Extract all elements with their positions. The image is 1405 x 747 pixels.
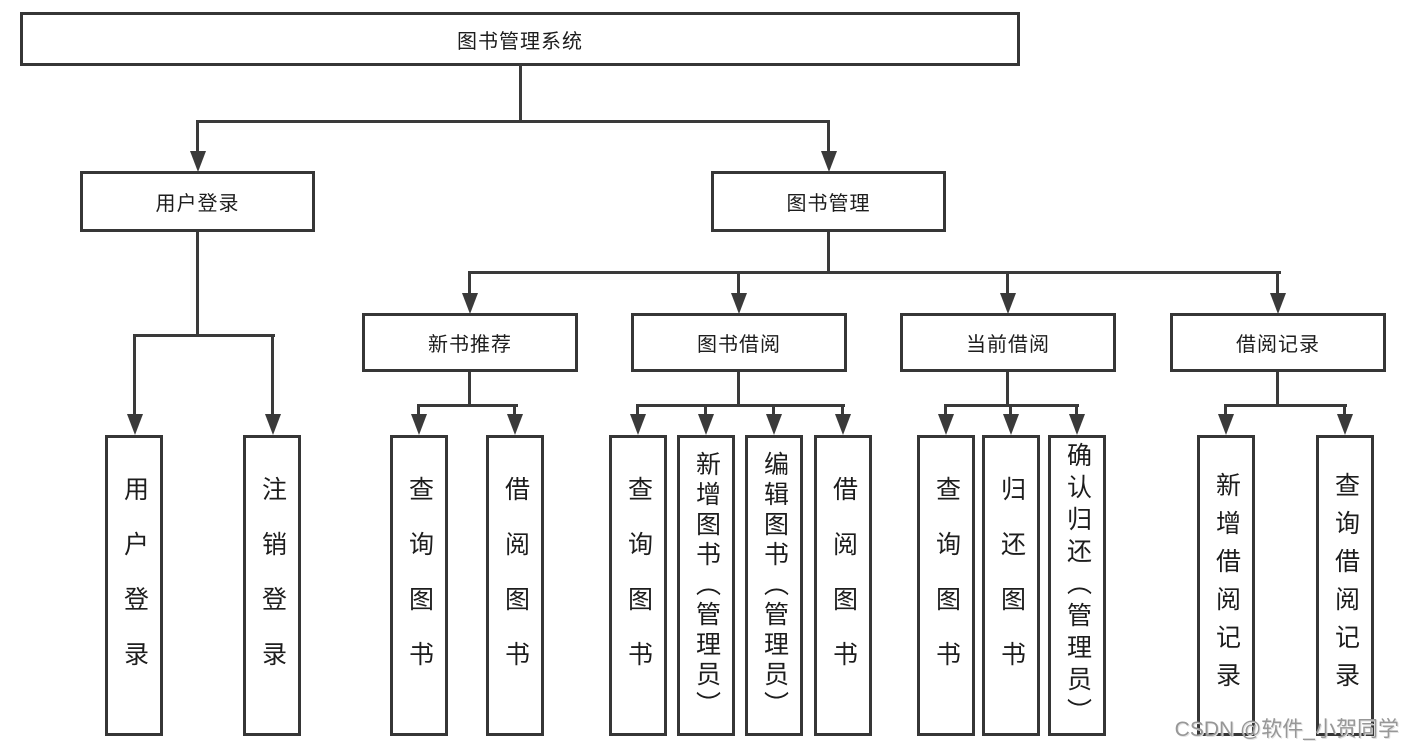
leaf-current-query: 查询图书: [917, 435, 975, 736]
leaf-current-query-label: 查询图书: [932, 475, 961, 696]
leaf-current-return-label: 归还图书: [997, 475, 1026, 696]
connector-line: [827, 120, 830, 156]
connector-line: [519, 64, 522, 122]
leaf-current-confirm-admin-label: 确认归还（管理员）: [1063, 441, 1092, 730]
connector-line: [271, 334, 274, 416]
connector-line: [468, 372, 471, 406]
leaf-current-return: 归还图书: [982, 435, 1040, 736]
connector-line: [1009, 404, 1012, 416]
connector-line: [1276, 372, 1279, 406]
leaf-newbook-query: 查询图书: [390, 435, 448, 736]
arrow-down-icon: [127, 414, 143, 435]
node-new-book-recommend-label: 新书推荐: [428, 334, 512, 356]
node-book-management-label: 图书管理: [786, 193, 871, 215]
arrow-down-icon: [731, 293, 747, 314]
connector-line: [944, 404, 947, 416]
arrow-down-icon: [698, 414, 714, 435]
leaf-user-login: 用户登录: [105, 435, 163, 736]
arrow-down-icon: [835, 414, 851, 435]
connector-line: [468, 271, 1281, 274]
leaf-borrow-query: 查询图书: [609, 435, 667, 736]
connector-line: [1075, 404, 1078, 416]
connector-line: [1006, 372, 1009, 406]
leaf-borrow-add-admin-label: 新增图书（管理员）: [692, 450, 721, 721]
connector-line: [513, 404, 516, 416]
leaf-logout: 注销登录: [243, 435, 301, 736]
arrow-down-icon: [1000, 293, 1016, 314]
leaf-user-login-label: 用户登录: [120, 475, 149, 696]
connector-line: [1224, 404, 1227, 416]
leaf-borrow-query-label: 查询图书: [624, 475, 653, 696]
arrow-down-icon: [630, 414, 646, 435]
csdn-watermark: CSDN @软件_小贺同学: [1174, 718, 1399, 741]
connector-line: [944, 404, 1079, 407]
arrow-down-icon: [821, 151, 837, 172]
connector-line: [772, 404, 775, 416]
node-new-book-recommend: 新书推荐: [362, 313, 578, 372]
leaf-logout-label: 注销登录: [258, 475, 287, 696]
leaf-borrow-add-admin: 新增图书（管理员）: [677, 435, 735, 736]
connector-line: [737, 271, 740, 295]
leaf-newbook-query-label: 查询图书: [405, 475, 434, 696]
arrow-down-icon: [1218, 414, 1234, 435]
leaf-record-add: 新增借阅记录: [1197, 435, 1255, 736]
arrow-down-icon: [265, 414, 281, 435]
leaf-borrow-book-label: 借阅图书: [829, 475, 858, 696]
node-borrow-records: 借阅记录: [1170, 313, 1386, 372]
connector-line: [1224, 404, 1347, 407]
connector-line: [196, 232, 199, 336]
connector-line: [1006, 271, 1009, 295]
leaf-record-query-label: 查询借阅记录: [1331, 471, 1360, 700]
arrow-down-icon: [938, 414, 954, 435]
node-current-borrow: 当前借阅: [900, 313, 1116, 372]
leaf-record-add-label: 新增借阅记录: [1212, 471, 1241, 700]
arrow-down-icon: [190, 151, 206, 172]
connector-line: [133, 334, 275, 337]
node-book-borrow: 图书借阅: [631, 313, 847, 372]
connector-line: [417, 404, 518, 407]
connector-line: [827, 232, 830, 273]
arrow-down-icon: [1270, 293, 1286, 314]
arrow-down-icon: [1337, 414, 1353, 435]
connector-line: [417, 404, 420, 416]
arrow-down-icon: [1069, 414, 1085, 435]
leaf-borrow-book: 借阅图书: [814, 435, 872, 736]
arrow-down-icon: [766, 414, 782, 435]
leaf-current-confirm-admin: 确认归还（管理员）: [1048, 435, 1106, 736]
arrow-down-icon: [462, 293, 478, 314]
leaf-borrow-edit-admin-label: 编辑图书（管理员）: [760, 450, 789, 721]
connector-line: [196, 120, 199, 156]
leaf-borrow-edit-admin: 编辑图书（管理员）: [745, 435, 803, 736]
connector-line: [468, 271, 471, 295]
node-borrow-records-label: 借阅记录: [1236, 334, 1320, 356]
leaf-newbook-borrow-label: 借阅图书: [501, 475, 530, 696]
leaf-newbook-borrow: 借阅图书: [486, 435, 544, 736]
node-root: 图书管理系统: [20, 12, 1020, 66]
connector-line: [704, 404, 707, 416]
connector-line: [841, 404, 844, 416]
leaf-record-query: 查询借阅记录: [1316, 435, 1374, 736]
node-book-borrow-label: 图书借阅: [697, 334, 781, 356]
connector-line: [636, 404, 845, 407]
arrow-down-icon: [411, 414, 427, 435]
connector-line: [737, 372, 740, 406]
node-user-login: 用户登录: [80, 171, 315, 232]
connector-line: [133, 334, 136, 416]
node-root-label: 图书管理系统: [457, 30, 583, 53]
node-current-borrow-label: 当前借阅: [966, 334, 1050, 356]
connector-line: [1276, 271, 1279, 295]
arrow-down-icon: [507, 414, 523, 435]
connector-line: [636, 404, 639, 416]
arrow-down-icon: [1003, 414, 1019, 435]
connector-line: [1343, 404, 1346, 416]
node-user-login-label: 用户登录: [155, 193, 240, 215]
node-book-management: 图书管理: [711, 171, 946, 232]
connector-line: [196, 120, 830, 123]
